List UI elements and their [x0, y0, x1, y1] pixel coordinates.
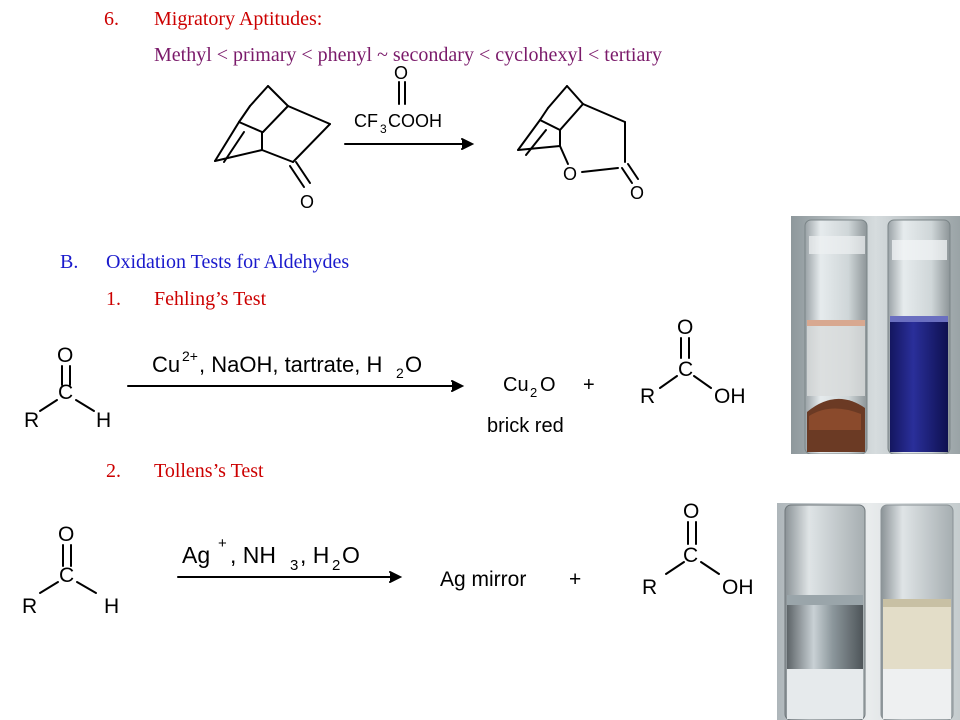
- reagent-cooh: COOH: [388, 111, 442, 131]
- bicyclic-lactone-structure: [517, 85, 639, 184]
- fehling-acid-oh: OH: [714, 385, 746, 408]
- sectionB-letter: B.: [60, 251, 79, 273]
- cu2o-o: O: [540, 374, 556, 396]
- ketone-oxygen: O: [300, 192, 314, 212]
- tollens-reaction-arrow: [177, 571, 403, 583]
- tollens-title: Tollens’s Test: [154, 460, 264, 482]
- reagent-subscript-3: 3: [380, 122, 387, 136]
- tollens-aldehyde-structure: [39, 544, 97, 594]
- migratory-aptitude-series: Methyl < primary < phenyl ~ secondary < …: [154, 44, 663, 66]
- section6-title: Migratory Aptitudes:: [154, 8, 323, 30]
- tollens-reagent-h: , H: [300, 542, 329, 568]
- tollens-aldehyde-h: H: [104, 595, 119, 618]
- fehling-acid-r: R: [640, 385, 655, 408]
- fehling-acid-o: O: [677, 316, 693, 339]
- fehling-reagent-o: O: [405, 352, 422, 377]
- fehling-acid-c: C: [678, 358, 693, 381]
- tollens-test-tubes-photo: [777, 503, 960, 720]
- baeyer-villiger-arrow: [344, 81, 475, 150]
- tollens-plus: +: [569, 568, 581, 591]
- fehling-aldehyde-structure: [39, 365, 95, 412]
- tollens-aldehyde-o: O: [58, 523, 74, 546]
- fehling-reagent-cu: Cu: [152, 352, 180, 377]
- fehling-reaction-arrow: [127, 380, 465, 392]
- tollens-reagent-charge: +: [218, 535, 227, 552]
- brick-red-label: brick red: [487, 415, 564, 437]
- tollens-reagent-h2o-sub: 2: [332, 557, 340, 574]
- tollens-reagent-o: O: [342, 542, 360, 568]
- tollens-acid-oh: OH: [722, 576, 754, 599]
- reagent-carbonyl-o: O: [394, 63, 408, 83]
- tollens-number: 2.: [106, 460, 121, 482]
- fehling-aldehyde-h: H: [96, 409, 111, 432]
- section6-number: 6.: [104, 8, 119, 30]
- fehling-aldehyde-c: C: [58, 381, 73, 404]
- reagent-cf: CF: [354, 111, 378, 131]
- cu2o-cu: Cu: [503, 374, 529, 396]
- tollens-acid-o: O: [683, 500, 699, 523]
- tollens-aldehyde-c: C: [59, 564, 74, 587]
- ag-mirror-label: Ag mirror: [440, 568, 526, 591]
- sectionB-title: Oxidation Tests for Aldehydes: [106, 251, 350, 273]
- tollens-acid-structure: [665, 521, 720, 575]
- fehling-reagent-rest: , NaOH, tartrate, H: [199, 352, 382, 377]
- fehling-aldehyde-o: O: [57, 344, 73, 367]
- lactone-ring-oxygen: O: [563, 164, 577, 184]
- fehling-acid-structure: [659, 337, 712, 389]
- fehling-plus: +: [583, 374, 595, 396]
- lactone-carbonyl-oxygen: O: [630, 183, 644, 203]
- fehling-aldehyde-r: R: [24, 409, 39, 432]
- cu2o-sub: 2: [530, 385, 537, 400]
- tollens-reagent-nh3-sub: 3: [290, 557, 298, 574]
- tollens-aldehyde-r: R: [22, 595, 37, 618]
- tollens-reagent-ag: Ag: [182, 542, 210, 568]
- fehling-title: Fehling’s Test: [154, 288, 267, 310]
- fehling-test-tubes-photo: [791, 216, 960, 454]
- bicyclic-ketone-structure: [214, 85, 331, 188]
- fehling-number: 1.: [106, 288, 121, 310]
- tollens-reagent-nh: , NH: [230, 542, 276, 568]
- fehling-reagent-h2o-sub: 2: [396, 365, 404, 381]
- tollens-acid-r: R: [642, 576, 657, 599]
- fehling-reagent-charge: 2+: [182, 348, 198, 364]
- tollens-acid-c: C: [683, 544, 698, 567]
